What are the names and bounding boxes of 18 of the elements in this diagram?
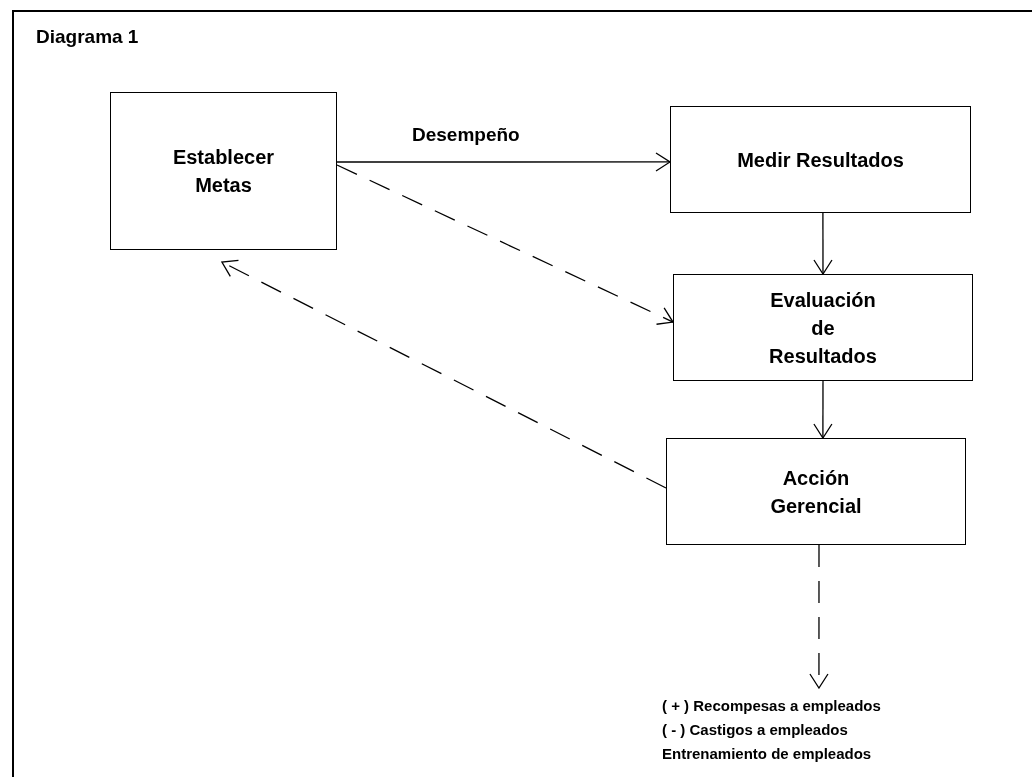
arrow <box>809 544 829 689</box>
arrow <box>813 380 833 439</box>
outcome-text: ( + ) Recompesas a empleados <box>662 696 881 716</box>
arrow <box>336 152 671 172</box>
arrow <box>336 164 674 325</box>
outcome-text: ( - ) Castigos a empleados <box>662 720 848 740</box>
box-label: Establecer Metas <box>171 145 276 198</box>
process-box <box>670 106 971 213</box>
box-label: Acción Gerencial <box>769 465 863 519</box>
process-box <box>673 274 973 381</box>
arrow <box>813 212 833 275</box>
box-label: Medir Resultados <box>737 147 904 173</box>
diagram-title: Diagrama 1 <box>36 26 139 48</box>
outcome-text: Entrenamiento de empleados <box>662 744 872 764</box>
box-label: Evaluación de Resultados <box>768 287 878 369</box>
process-box <box>110 92 337 250</box>
arrow <box>221 259 667 489</box>
process-box <box>666 438 966 545</box>
